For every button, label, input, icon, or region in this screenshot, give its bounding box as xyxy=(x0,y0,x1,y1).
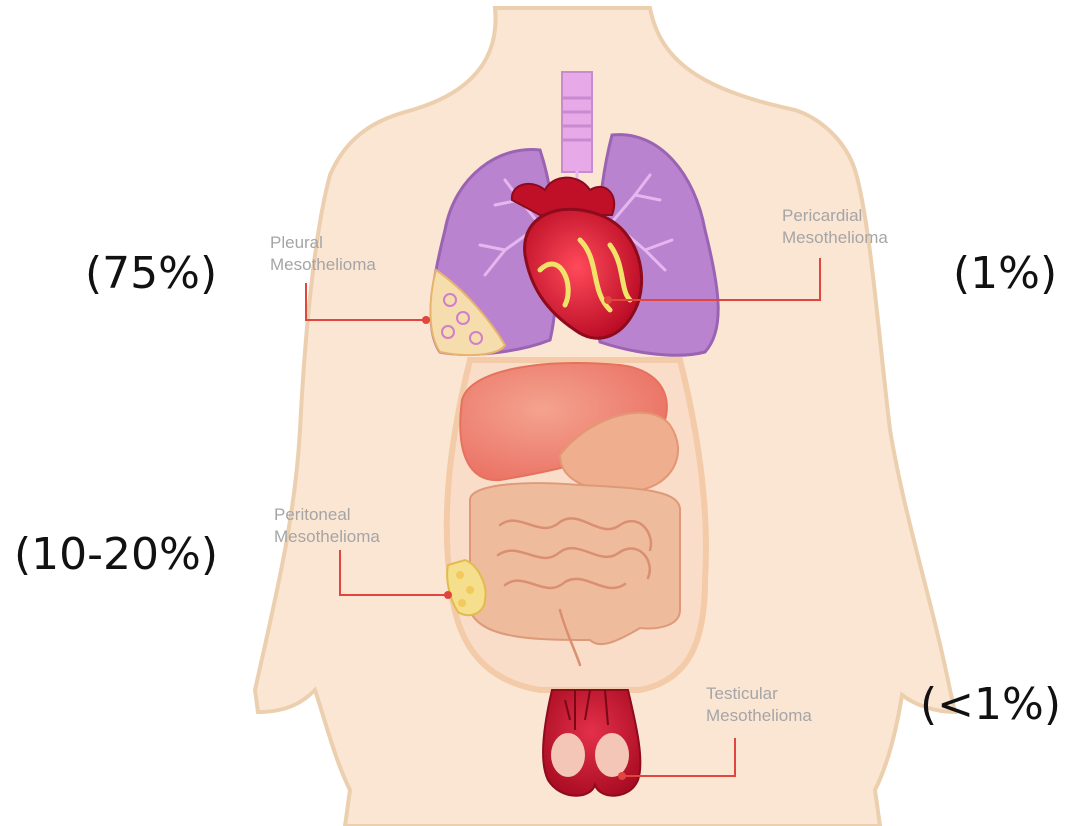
percent-testicular: (<1%) xyxy=(920,683,1061,727)
label-testicular-mesothelioma: Testicular Mesothelioma xyxy=(706,683,812,727)
label-peritoneal-line2: Mesothelioma xyxy=(274,526,380,548)
percent-pleural: (75%) xyxy=(85,252,217,296)
label-pericardial-mesothelioma: Pericardial Mesothelioma xyxy=(782,205,888,249)
label-pericardial-line1: Pericardial xyxy=(782,205,888,227)
label-pleural-mesothelioma: Pleural Mesothelioma xyxy=(270,232,376,276)
label-testicular-line1: Testicular xyxy=(706,683,812,705)
trachea xyxy=(562,72,592,172)
testes xyxy=(543,690,640,796)
label-pericardial-line2: Mesothelioma xyxy=(782,227,888,249)
percent-pericardial: (1%) xyxy=(953,252,1057,296)
label-peritoneal-mesothelioma: Peritoneal Mesothelioma xyxy=(274,504,380,548)
label-peritoneal-line1: Peritoneal xyxy=(274,504,380,526)
label-testicular-line2: Mesothelioma xyxy=(706,705,812,727)
label-pleural-line2: Mesothelioma xyxy=(270,254,376,276)
label-pleural-line1: Pleural xyxy=(270,232,376,254)
percent-peritoneal: (10-20%) xyxy=(14,533,218,577)
